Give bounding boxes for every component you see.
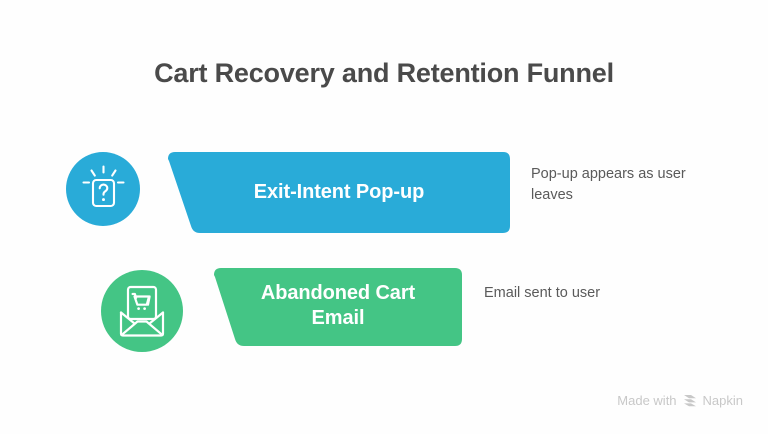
funnel-stage-row: Exit-Intent Pop-up Pop-up appears as use… bbox=[0, 140, 768, 250]
funnel-stage-label: Abandoned Cart Email bbox=[260, 282, 416, 329]
napkin-chevron-icon bbox=[683, 394, 697, 407]
funnel-stage-shape[interactable]: Abandoned Cart Email bbox=[207, 264, 469, 348]
watermark-prefix: Made with bbox=[617, 393, 677, 408]
funnel-stage-shape[interactable]: Exit-Intent Pop-up bbox=[160, 148, 518, 236]
funnel-stage-annotation: Pop-up appears as user leaves bbox=[531, 166, 686, 203]
watermark-brand: Napkin bbox=[702, 393, 743, 408]
envelope-cart-icon bbox=[101, 270, 183, 352]
funnel-stage-annotation: Email sent to user bbox=[484, 285, 601, 301]
watermark: Made with Napkin bbox=[617, 393, 743, 408]
funnel-stage-label: Exit-Intent Pop-up bbox=[253, 180, 425, 203]
page-title: Cart Recovery and Retention Funnel bbox=[154, 58, 614, 88]
funnel-stage-row: Abandoned Cart Email Email sent to user bbox=[0, 258, 768, 368]
popup-question-icon bbox=[66, 152, 140, 226]
